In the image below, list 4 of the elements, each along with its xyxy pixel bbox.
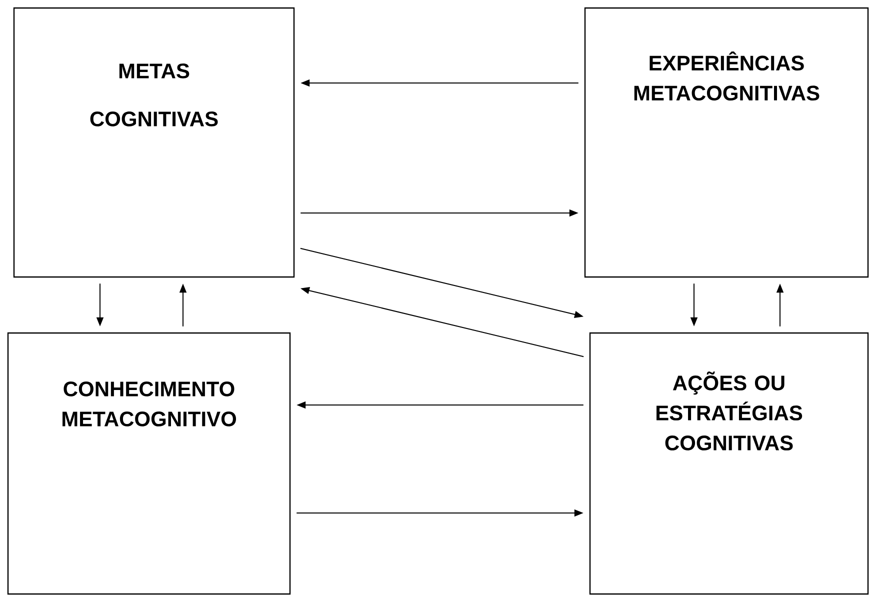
process-box: AÇÕES OU ESTRATÉGIAS COGNITIVAS — [589, 332, 869, 595]
process-box: METAS COGNITIVAS — [13, 7, 295, 278]
process-box: EXPERIÊNCIAS METACOGNITIVAS — [584, 7, 869, 278]
process-box: CONHECIMENTO METACOGNITIVO — [7, 332, 291, 595]
